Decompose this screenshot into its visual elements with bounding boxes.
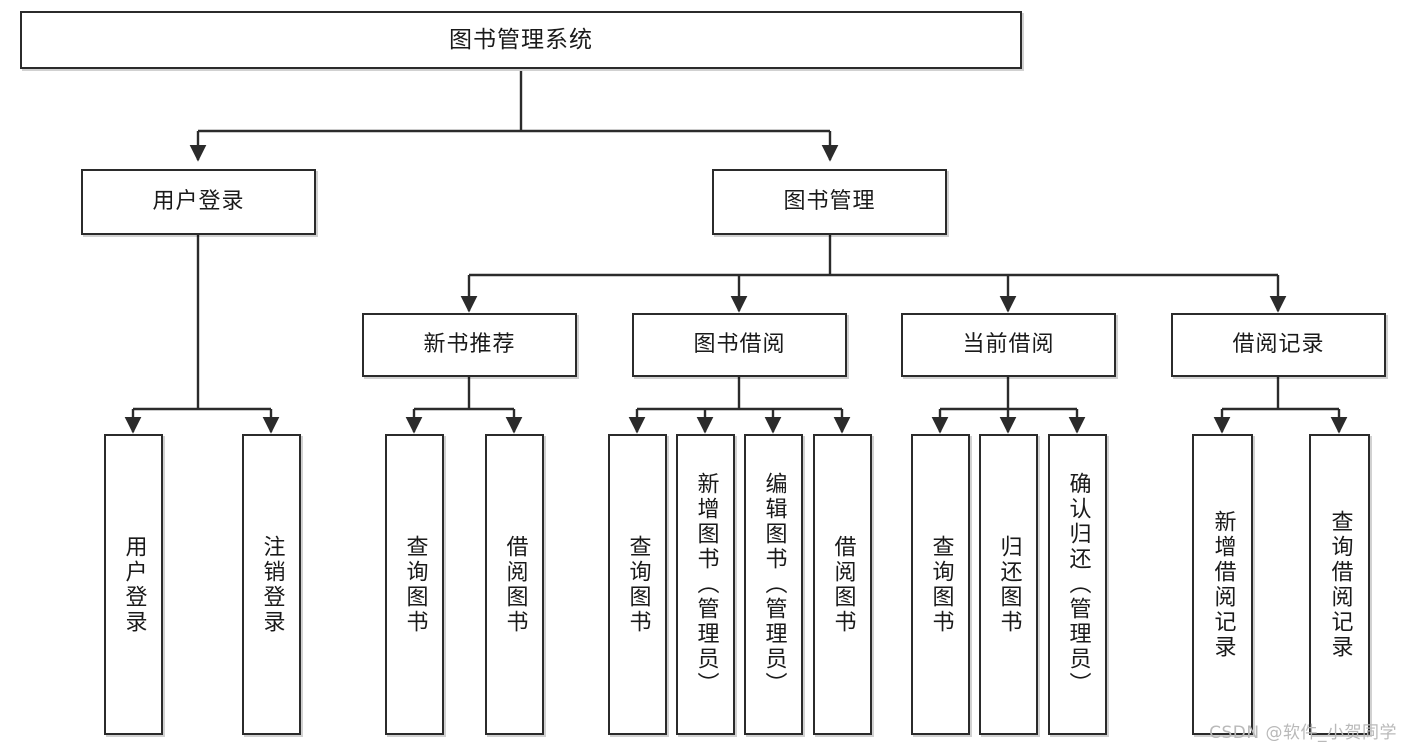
leaf-add-book[interactable]: 新增图书（管理员） — [676, 434, 735, 735]
node-user-login[interactable]: 用户登录 — [81, 169, 316, 235]
node-label: 图书管理系统 — [449, 26, 593, 53]
node-label: 用户登录 — [121, 534, 147, 635]
node-label: 新书推荐 — [423, 332, 516, 358]
node-label: 用户登录 — [152, 189, 245, 215]
node-root-book-management-system[interactable]: 图书管理系统 — [20, 11, 1022, 69]
node-label: 新增借阅记录 — [1210, 509, 1236, 660]
node-borrow-record[interactable]: 借阅记录 — [1171, 313, 1386, 377]
node-new-book-recommend[interactable]: 新书推荐 — [362, 313, 577, 377]
node-label: 查询图书 — [402, 534, 428, 635]
leaf-add-record[interactable]: 新增借阅记录 — [1192, 434, 1253, 735]
node-label: 查询借阅记录 — [1327, 509, 1353, 660]
leaf-return-book[interactable]: 归还图书 — [979, 434, 1038, 735]
node-book-manage[interactable]: 图书管理 — [712, 169, 947, 235]
node-label: 图书借阅 — [693, 332, 786, 358]
leaf-query-record[interactable]: 查询借阅记录 — [1309, 434, 1370, 735]
leaf-confirm-return[interactable]: 确认归还（管理员） — [1048, 434, 1107, 735]
node-label: 图书管理 — [783, 189, 876, 215]
leaf-query-book-2[interactable]: 查询图书 — [608, 434, 667, 735]
node-label: 确认归还（管理员） — [1065, 472, 1091, 697]
node-label: 当前借阅 — [962, 332, 1055, 358]
node-label: 借阅图书 — [502, 534, 528, 635]
leaf-query-book-1[interactable]: 查询图书 — [385, 434, 444, 735]
csdn-watermark: CSDN @软件_小贺同学 — [1209, 723, 1397, 743]
node-label: 归还图书 — [996, 534, 1022, 635]
leaf-query-book-3[interactable]: 查询图书 — [911, 434, 970, 735]
leaf-borrow-book-1[interactable]: 借阅图书 — [485, 434, 544, 735]
leaf-logout-login[interactable]: 注销登录 — [242, 434, 301, 735]
node-label: 查询图书 — [625, 534, 651, 635]
node-label: 借阅记录 — [1232, 332, 1325, 358]
node-label: 编辑图书（管理员） — [761, 472, 787, 697]
leaf-borrow-book-2[interactable]: 借阅图书 — [813, 434, 872, 735]
node-current-borrow[interactable]: 当前借阅 — [901, 313, 1116, 377]
node-label: 新增图书（管理员） — [693, 472, 719, 697]
node-label: 查询图书 — [928, 534, 954, 635]
node-book-borrow[interactable]: 图书借阅 — [632, 313, 847, 377]
leaf-edit-book[interactable]: 编辑图书（管理员） — [744, 434, 803, 735]
leaf-user-login[interactable]: 用户登录 — [104, 434, 163, 735]
node-label: 注销登录 — [259, 534, 285, 635]
node-label: 借阅图书 — [830, 534, 856, 635]
